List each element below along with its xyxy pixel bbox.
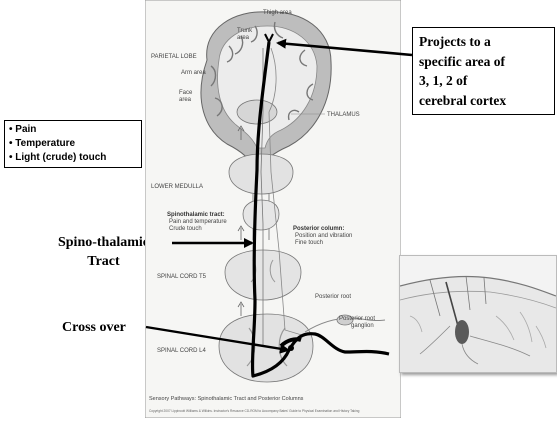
cross-over-arrow (146, 327, 288, 350)
cortex-arrow (278, 43, 412, 55)
